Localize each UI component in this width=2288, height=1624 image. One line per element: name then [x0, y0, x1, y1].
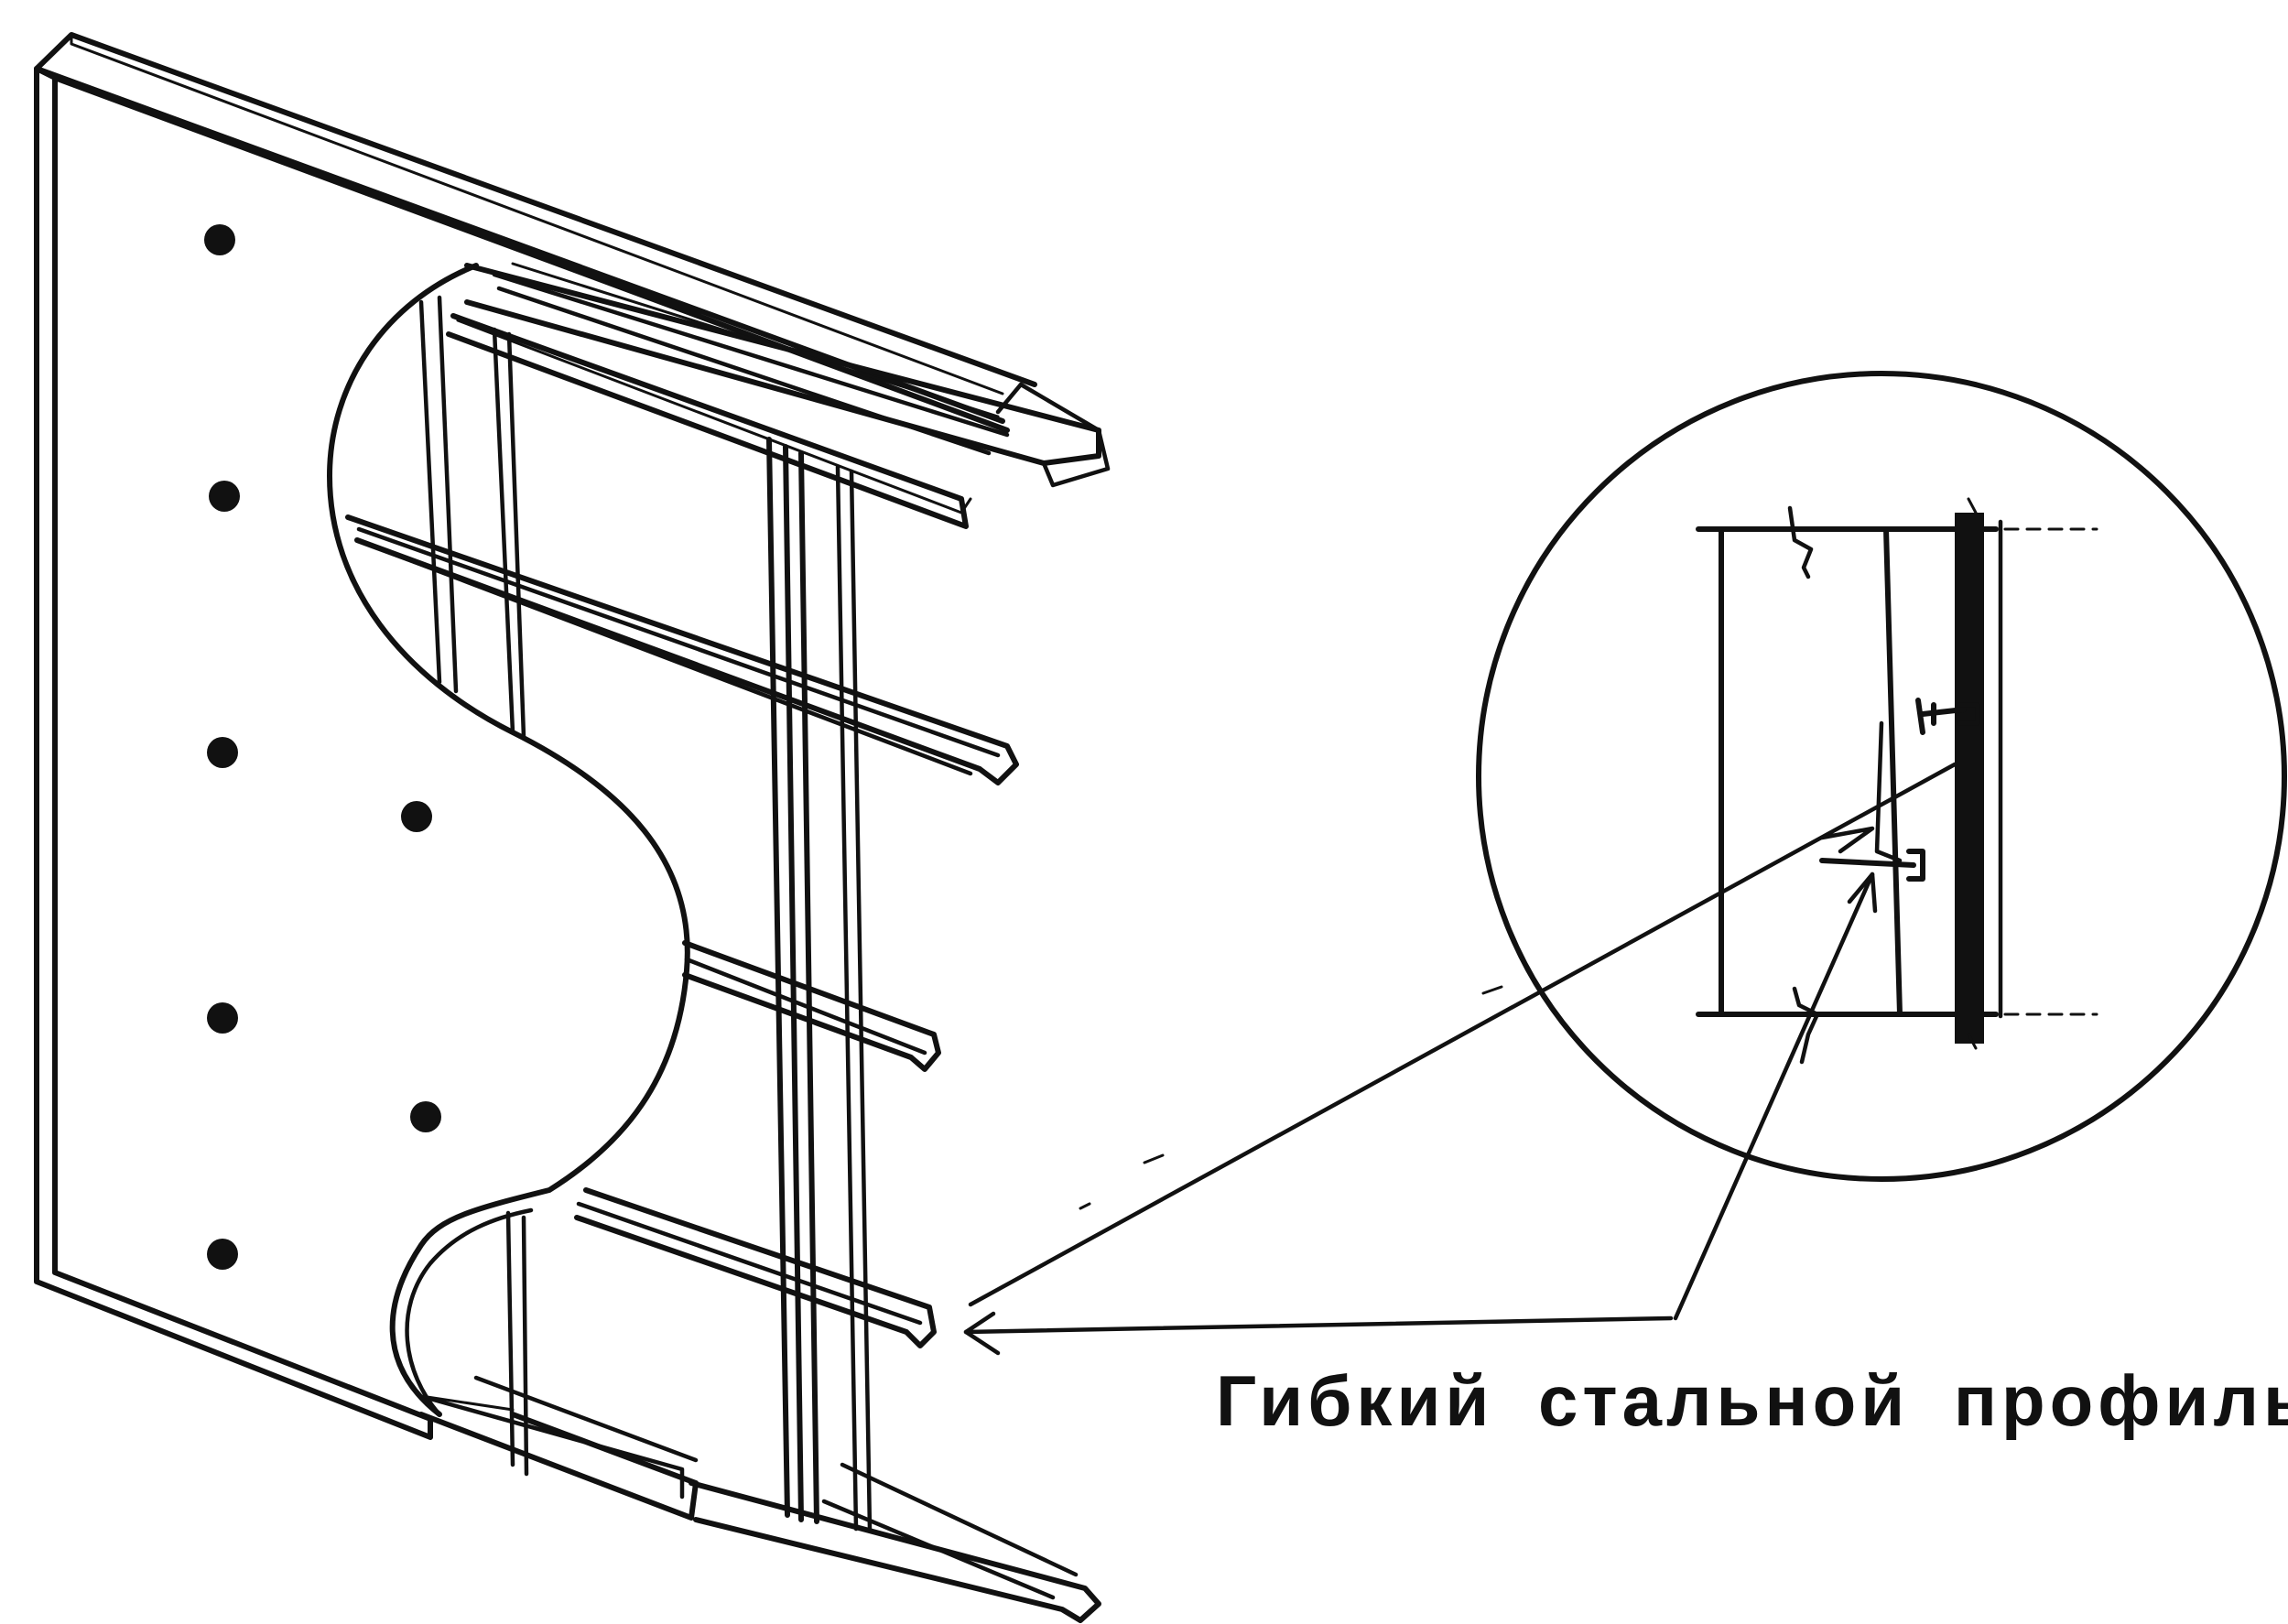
detail-gypsum-board	[1955, 513, 1984, 1044]
horizontal-profile	[345, 514, 1019, 785]
cutaway-edge	[327, 263, 690, 1417]
leader-line-detail	[1673, 872, 1875, 1321]
bottom-track	[418, 1375, 1101, 1623]
horizontal-profile	[574, 1187, 937, 1348]
arrowhead	[963, 1311, 1001, 1356]
fastener-hole	[401, 801, 432, 832]
steel-studs	[418, 295, 873, 1533]
fastener-hole	[204, 224, 235, 255]
panel-top-edge	[34, 32, 1037, 433]
top-track	[446, 262, 1111, 529]
fastener-hole	[207, 737, 238, 768]
detail-stud-outline	[1696, 526, 1999, 1017]
stud-second	[492, 327, 526, 740]
callout-label: Гибкий стальной профиль	[1216, 1360, 2288, 1441]
stud-right	[835, 464, 873, 1533]
stud-left	[418, 295, 459, 694]
leader-line-upper	[968, 762, 1957, 1307]
detail-magnifier	[1476, 371, 2287, 1182]
detail-circle	[1476, 371, 2287, 1182]
arrowhead	[1847, 872, 1878, 914]
fastener-hole	[209, 481, 240, 512]
fastener-holes	[204, 224, 441, 1270]
fastener-hole	[207, 1239, 238, 1270]
fastener-hole	[207, 1002, 238, 1034]
leader-lines	[963, 762, 1957, 1356]
fastener-hole	[410, 1101, 441, 1132]
arrowhead	[1819, 826, 1875, 854]
horizontal-profiles	[345, 514, 1019, 1348]
horizontal-profile	[682, 940, 941, 1072]
leader-line-lower	[963, 1315, 1674, 1335]
